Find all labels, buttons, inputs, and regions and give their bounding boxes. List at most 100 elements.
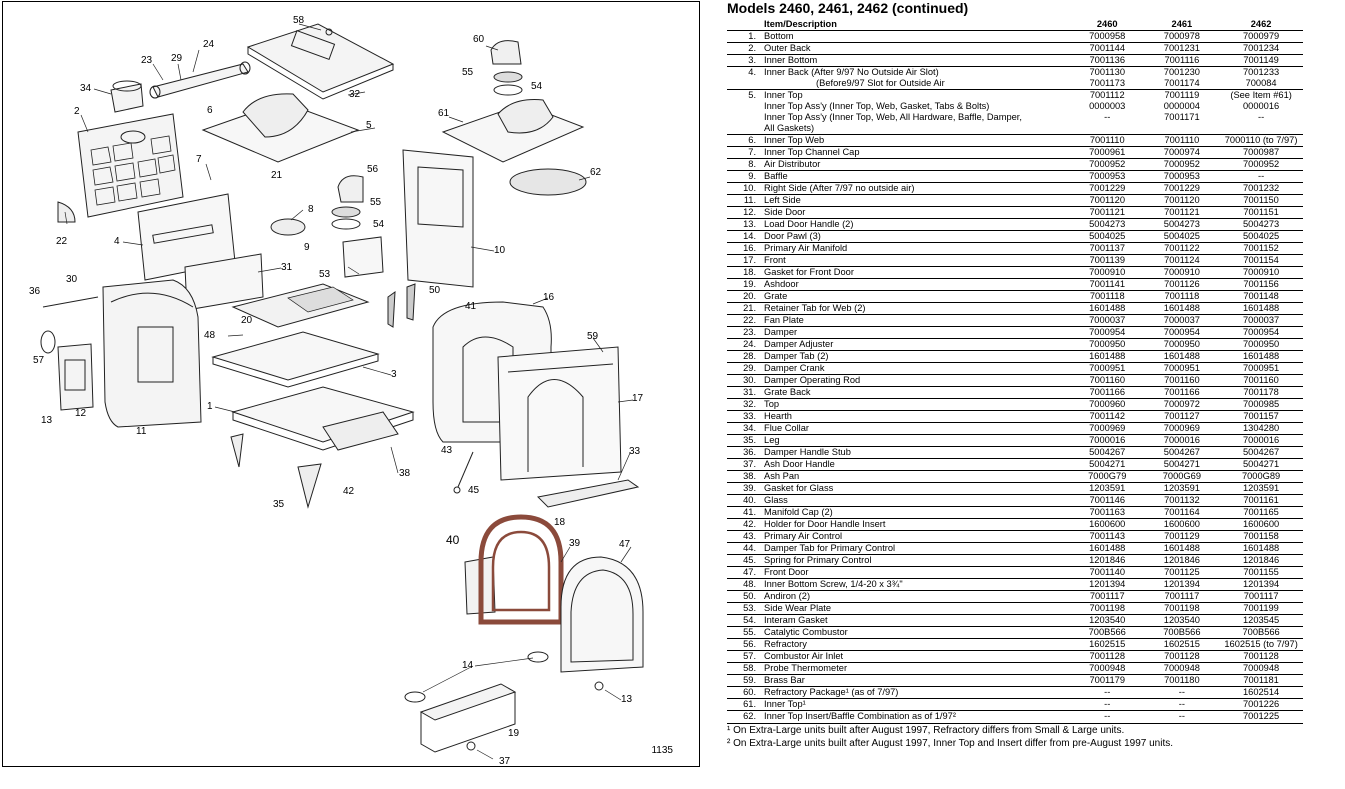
- part-number: 1201846: [1089, 555, 1126, 565]
- part-2460: 7001110: [1069, 134, 1145, 147]
- part-2461: 7001117: [1144, 590, 1220, 603]
- part-2462: 7001165: [1219, 506, 1303, 519]
- description-line: Air Distributor: [764, 159, 821, 169]
- part-number: 1602514: [1243, 687, 1280, 697]
- callout-55: 55: [462, 67, 474, 78]
- part-2461: 7001166: [1144, 386, 1220, 399]
- item-description: Top: [762, 398, 1070, 411]
- part-2461: 7000951: [1144, 362, 1220, 375]
- part-number: 7001128: [1243, 651, 1279, 661]
- part-2461: 7001229: [1144, 182, 1220, 195]
- parts-list-panel: Models 2460, 2461, 2462 (continued) Item…: [727, 0, 1343, 789]
- part-2462: 7000985: [1219, 398, 1303, 411]
- item-description: Ashdoor: [762, 278, 1070, 291]
- part-2461: 1203591: [1144, 482, 1220, 495]
- callout-13b: 13: [621, 694, 633, 705]
- callout-53: 53: [319, 269, 331, 280]
- part-number: 7001121: [1089, 207, 1125, 217]
- item-description: Primary Air Manifold: [762, 242, 1070, 255]
- part-number: 7001234: [1243, 43, 1280, 53]
- part-number: 7001140: [1089, 567, 1125, 577]
- part-2460: 1201394: [1069, 578, 1145, 591]
- part-2461: 7001121: [1144, 206, 1220, 219]
- part-2460: 5004267: [1069, 446, 1145, 459]
- description-line: Manifold Cap (2): [764, 507, 833, 517]
- part-2462: 1304280: [1219, 422, 1303, 435]
- part-2460: 7001137: [1069, 242, 1145, 255]
- part-number: 7001124: [1164, 255, 1200, 265]
- header-2462: 2462: [1219, 19, 1303, 31]
- part-number: 7001152: [1243, 243, 1279, 253]
- part-number: 7000974: [1163, 147, 1200, 157]
- part-2461: --: [1144, 710, 1220, 722]
- callout-56: 56: [367, 164, 379, 175]
- callout-37: 37: [499, 756, 511, 767]
- item-number: 50.: [727, 590, 763, 603]
- description-line: Refractory: [764, 639, 807, 649]
- item-number: 42.: [727, 518, 763, 531]
- part-2461: 700B566: [1144, 626, 1220, 639]
- part-number: 7001118: [1164, 291, 1200, 301]
- part-2461: 7001132: [1144, 494, 1220, 507]
- part-2462: 7000016: [1219, 434, 1303, 447]
- item-number: 58.: [727, 662, 763, 675]
- part-2462: 700B566: [1219, 626, 1303, 639]
- description-line: Refractory Package¹ (as of 7/97): [764, 687, 899, 697]
- part-number: 7000910: [1163, 267, 1200, 277]
- part-2460: 7001142: [1069, 410, 1145, 423]
- description-line: Outer Back: [764, 43, 811, 53]
- part-2462: 5004025: [1219, 230, 1303, 243]
- callout-22: 22: [56, 236, 68, 247]
- item-description: Catalytic Combustor: [762, 626, 1070, 639]
- part-number: 1203540: [1163, 615, 1200, 625]
- part-2460: 7001120: [1069, 194, 1145, 207]
- part-2460: 5004273: [1069, 218, 1145, 231]
- part-number: 7000037: [1089, 315, 1126, 325]
- callout-24: 24: [203, 39, 215, 50]
- part-2462: 7000979: [1219, 30, 1303, 43]
- part-number: 1201846: [1243, 555, 1280, 565]
- part-number: 7001142: [1089, 411, 1125, 421]
- item-number: 3.: [727, 54, 763, 67]
- part-number: 1203591: [1163, 483, 1200, 493]
- part-2460: 7000016: [1069, 434, 1145, 447]
- item-description: Refractory Package¹ (as of 7/97): [762, 686, 1070, 699]
- part-number: 7001122: [1164, 243, 1200, 253]
- part-number: 7000954: [1089, 327, 1126, 337]
- part-number: (See Item #61): [1230, 90, 1292, 100]
- callout-43: 43: [441, 445, 453, 456]
- item-number: 31.: [727, 386, 763, 399]
- part-2461: 1203540: [1144, 614, 1220, 627]
- item-description: Fan Plate: [762, 314, 1070, 327]
- part-2460: 7000953: [1069, 170, 1145, 183]
- table-row: 60.Refractory Package¹ (as of 7/97)----1…: [727, 686, 1303, 699]
- part-number: 7000951: [1243, 363, 1280, 373]
- description-line: Right Side (After 7/97 no outside air): [764, 183, 915, 193]
- part-2460: 7001128: [1069, 650, 1145, 663]
- item-description: Ash Door Handle: [762, 458, 1070, 471]
- callout-40: 40: [446, 533, 460, 547]
- part-2462: --: [1219, 170, 1303, 183]
- part-number: [1221, 123, 1301, 134]
- part-number: 7000910: [1243, 267, 1280, 277]
- part-number: 1601488: [1243, 351, 1280, 361]
- description-line: Brass Bar: [764, 675, 805, 685]
- part-2460: 7001146: [1069, 494, 1145, 507]
- part-2460: 1601488: [1069, 350, 1145, 363]
- part-2460: 7000969: [1069, 422, 1145, 435]
- table-row: 10.Right Side (After 7/97 no outside air…: [727, 182, 1303, 195]
- footnotes: ¹ On Extra-Large units built after Augus…: [727, 723, 1303, 750]
- part-number: --: [1104, 112, 1111, 122]
- callout-3: 3: [391, 369, 397, 380]
- item-number: 53.: [727, 602, 763, 615]
- item-number: 20.: [727, 290, 763, 303]
- part-number: 7001144: [1089, 43, 1125, 53]
